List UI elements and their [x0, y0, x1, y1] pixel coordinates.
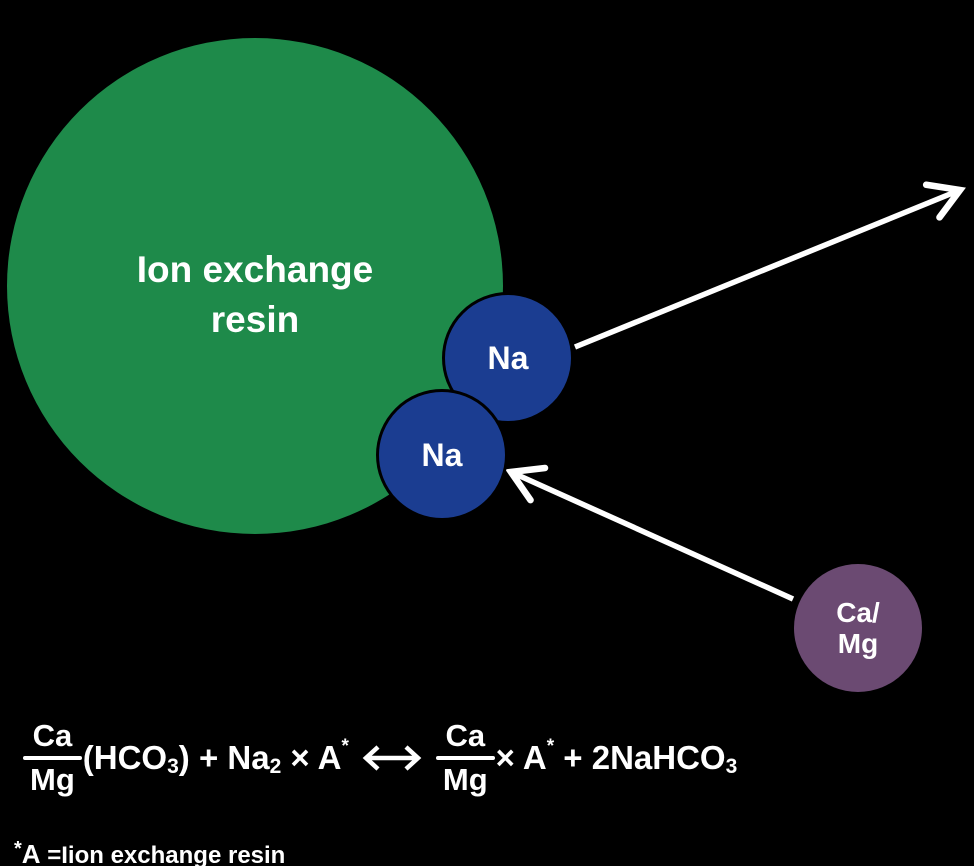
hardness-ion-label-line1: Ca/ — [836, 596, 880, 628]
hardness-ion-label-line2: Mg — [837, 628, 879, 659]
lhs-text-3: × A — [281, 739, 342, 776]
lhs-fraction-numerator: Ca — [32, 718, 73, 754]
sodium-ion-bottom-label: Na — [421, 436, 463, 473]
lhs-text-1: (HCO — [82, 739, 168, 776]
resin-label-line2: resin — [210, 299, 300, 340]
rhs-fraction-numerator: Ca — [445, 718, 486, 754]
rhs-text-1: × A — [495, 739, 547, 776]
hardness-ion: Ca/ Mg — [794, 564, 922, 692]
rhs-fraction-denominator: Mg — [442, 762, 488, 797]
footnote: *A =Iion exchange resin — [14, 838, 285, 866]
equilibrium-arrow-icon — [362, 745, 422, 771]
sodium-release-arrow — [573, 181, 966, 350]
sodium-ion-top-label: Na — [487, 339, 529, 376]
fraction-bar — [23, 756, 82, 760]
lhs-text-2: ) + Na — [178, 739, 270, 776]
rhs-text-2: + 2NaHCO — [554, 739, 726, 776]
fraction-bar — [435, 756, 495, 760]
lhs-fraction-denominator: Mg — [30, 762, 75, 797]
sodium-ion-bottom: Na — [376, 389, 508, 521]
hardness-capture-arrow — [505, 464, 795, 602]
footnote-definition: =Iion exchange resin — [40, 842, 286, 866]
resin-label-line1: Ion exchange — [136, 249, 374, 291]
footnote-asterisk: * — [14, 838, 22, 860]
footnote-term: A — [21, 839, 41, 866]
